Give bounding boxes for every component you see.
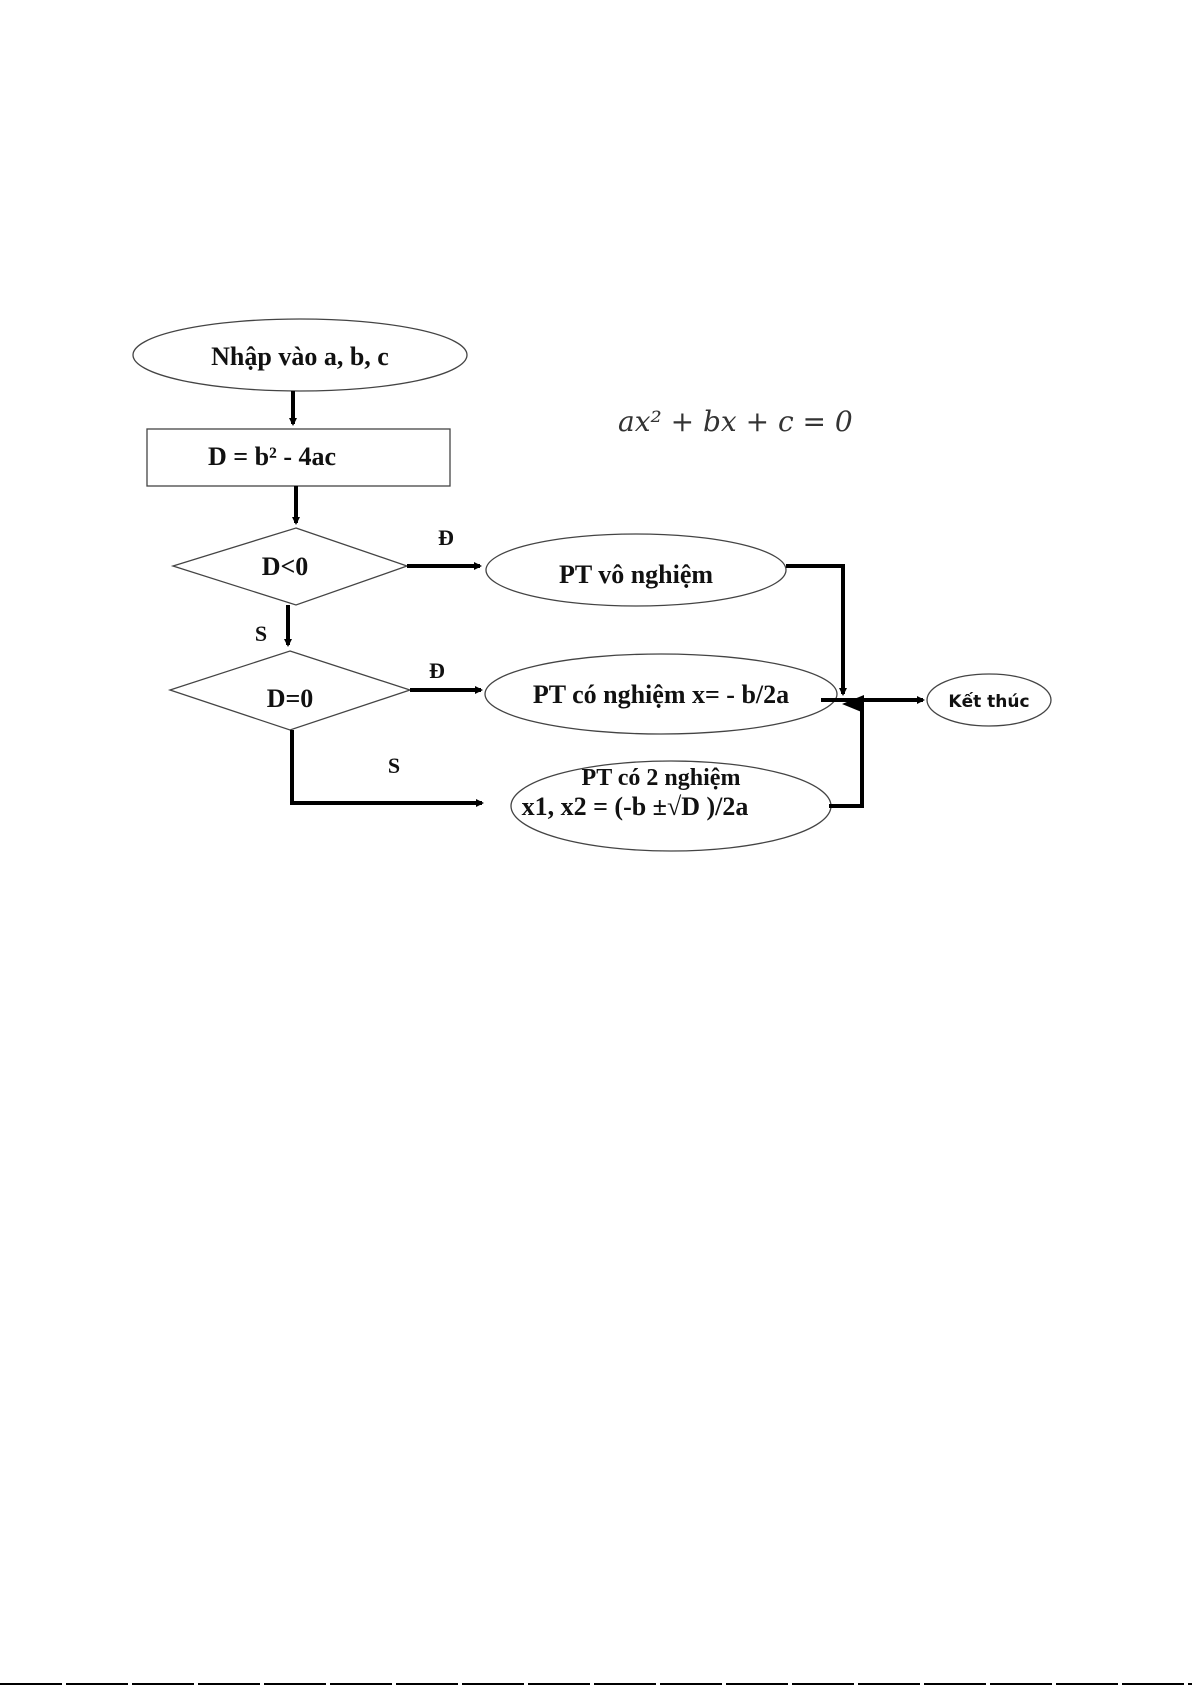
equation-label: ax² + bx + c = 0 (618, 405, 853, 438)
one-solution-label: PT có nghiệm x= - b/2a (533, 680, 789, 709)
check-zero-node: D=0 (170, 651, 410, 730)
check-negative-node: D<0 (173, 528, 407, 605)
two-solutions-label-line1: PT có 2 nghiệm (582, 765, 741, 791)
one-solution-node: PT có nghiệm x= - b/2a (485, 654, 837, 734)
connector-two-solutions-to-merge (829, 704, 862, 806)
end-node: Kết thúc (927, 674, 1051, 726)
check-negative-label: D<0 (262, 552, 309, 581)
compute-node-label: D = b² - 4ac (208, 442, 336, 471)
compute-node: D = b² - 4ac (147, 429, 450, 486)
label-zero-true: Đ (429, 658, 445, 683)
input-node: Nhập vào a, b, c (133, 319, 467, 391)
end-node-label: Kết thúc (948, 691, 1029, 712)
check-zero-label: D=0 (267, 684, 314, 713)
input-node-label: Nhập vào a, b, c (211, 342, 389, 371)
label-zero-false: S (388, 753, 400, 778)
label-negative-false: S (255, 621, 267, 646)
two-solutions-node: PT có 2 nghiệm x1, x2 = (-b ±√D )/2a (511, 761, 831, 851)
no-solution-node: PT vô nghiệm (486, 534, 786, 606)
label-negative-true: Đ (438, 525, 454, 550)
two-solutions-label-line2: x1, x2 = (-b ±√D )/2a (522, 792, 749, 821)
no-solution-label: PT vô nghiệm (559, 560, 713, 589)
